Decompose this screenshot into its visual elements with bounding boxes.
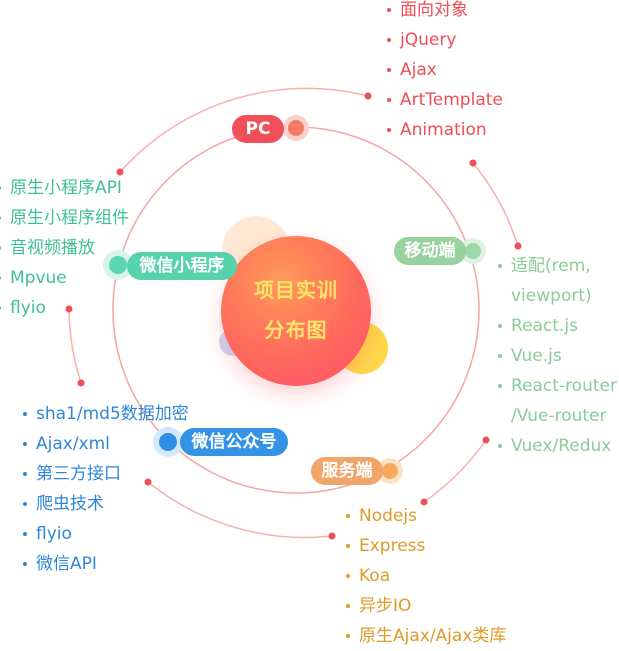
dot (144, 478, 152, 486)
list-item: Animation (387, 115, 503, 145)
list-item: flyio (0, 293, 129, 323)
orbit-arc-top-left (119, 87, 369, 173)
dot (328, 532, 336, 540)
dot (364, 92, 372, 100)
orbit-arc-left (68, 308, 82, 384)
list-item: 异步IO (345, 591, 506, 621)
orbit-arc-bottom-left (147, 481, 333, 539)
list-item: flyio (23, 519, 189, 549)
list-item: 原生小程序API (0, 173, 129, 203)
orbit-arc-top-right (472, 162, 519, 247)
dot (116, 168, 124, 176)
dot (420, 498, 428, 506)
list-item: ArtTemplate (387, 85, 503, 115)
list-item: 适配(rem, (498, 251, 617, 281)
list-item: 第三方接口 (23, 459, 189, 489)
list-item: Vuex/Redux (498, 431, 617, 461)
list-item: Koa (345, 561, 506, 591)
wechat-node-dot (159, 433, 177, 451)
list-item: 音视频播放 (0, 233, 129, 263)
mobile-node-dot (465, 243, 481, 259)
center-title: 项目实训 分布图 (221, 270, 371, 350)
list-item: sha1/md5数据加密 (23, 399, 189, 429)
pc-badge: PC (232, 115, 284, 143)
list-item: jQuery (387, 25, 503, 55)
list-item: React.js (498, 311, 617, 341)
server-badge: 服务端 (311, 457, 383, 485)
list-item: React-router (498, 371, 617, 401)
list-item: 原生小程序组件 (0, 203, 129, 233)
mini-node-dot (109, 256, 127, 274)
wechat-public-badge: 微信公众号 (180, 428, 288, 456)
list-item: Vue.js (498, 341, 617, 371)
mobile-badge: 移动端 (394, 237, 466, 265)
server-node-dot (382, 463, 398, 479)
mini-program-topic-list: 原生小程序API 原生小程序组件 音视频播放 Mpvue flyio (0, 173, 129, 323)
center-title-line1: 项目实训 (254, 278, 338, 302)
list-item: 爬虫技术 (23, 489, 189, 519)
dot (514, 242, 522, 250)
wechat-public-topic-list: sha1/md5数据加密 Ajax/xml 第三方接口 爬虫技术 flyio 微… (23, 399, 189, 579)
mobile-topic-list: 适配(rem, viewport) React.js Vue.js React-… (498, 251, 617, 461)
server-topic-list: Nodejs Express Koa 异步IO 原生Ajax/Ajax类库 (345, 501, 506, 651)
dot (469, 159, 477, 167)
list-item: Ajax/xml (23, 429, 189, 459)
pc-topic-list: 面向对象 jQuery Ajax ArtTemplate Animation (387, 0, 503, 145)
list-item: Ajax (387, 55, 503, 85)
dot (482, 436, 490, 444)
list-item: Nodejs (345, 501, 506, 531)
list-item: 原生Ajax/Ajax类库 (345, 621, 506, 651)
list-item: Mpvue (0, 263, 129, 293)
list-item: 微信API (23, 549, 189, 579)
pc-node-dot (288, 120, 304, 136)
dot (65, 305, 73, 313)
center-circle (221, 236, 371, 386)
list-item: 面向对象 (387, 0, 503, 25)
orbit-arc-bottom-right (423, 439, 487, 503)
list-item-continuation: viewport) (511, 286, 592, 306)
dot (77, 379, 85, 387)
list-item-continuation: /Vue-router (511, 406, 607, 426)
mini-program-badge: 微信小程序 (127, 252, 237, 280)
center-title-line2: 分布图 (264, 318, 328, 342)
list-item: Express (345, 531, 506, 561)
